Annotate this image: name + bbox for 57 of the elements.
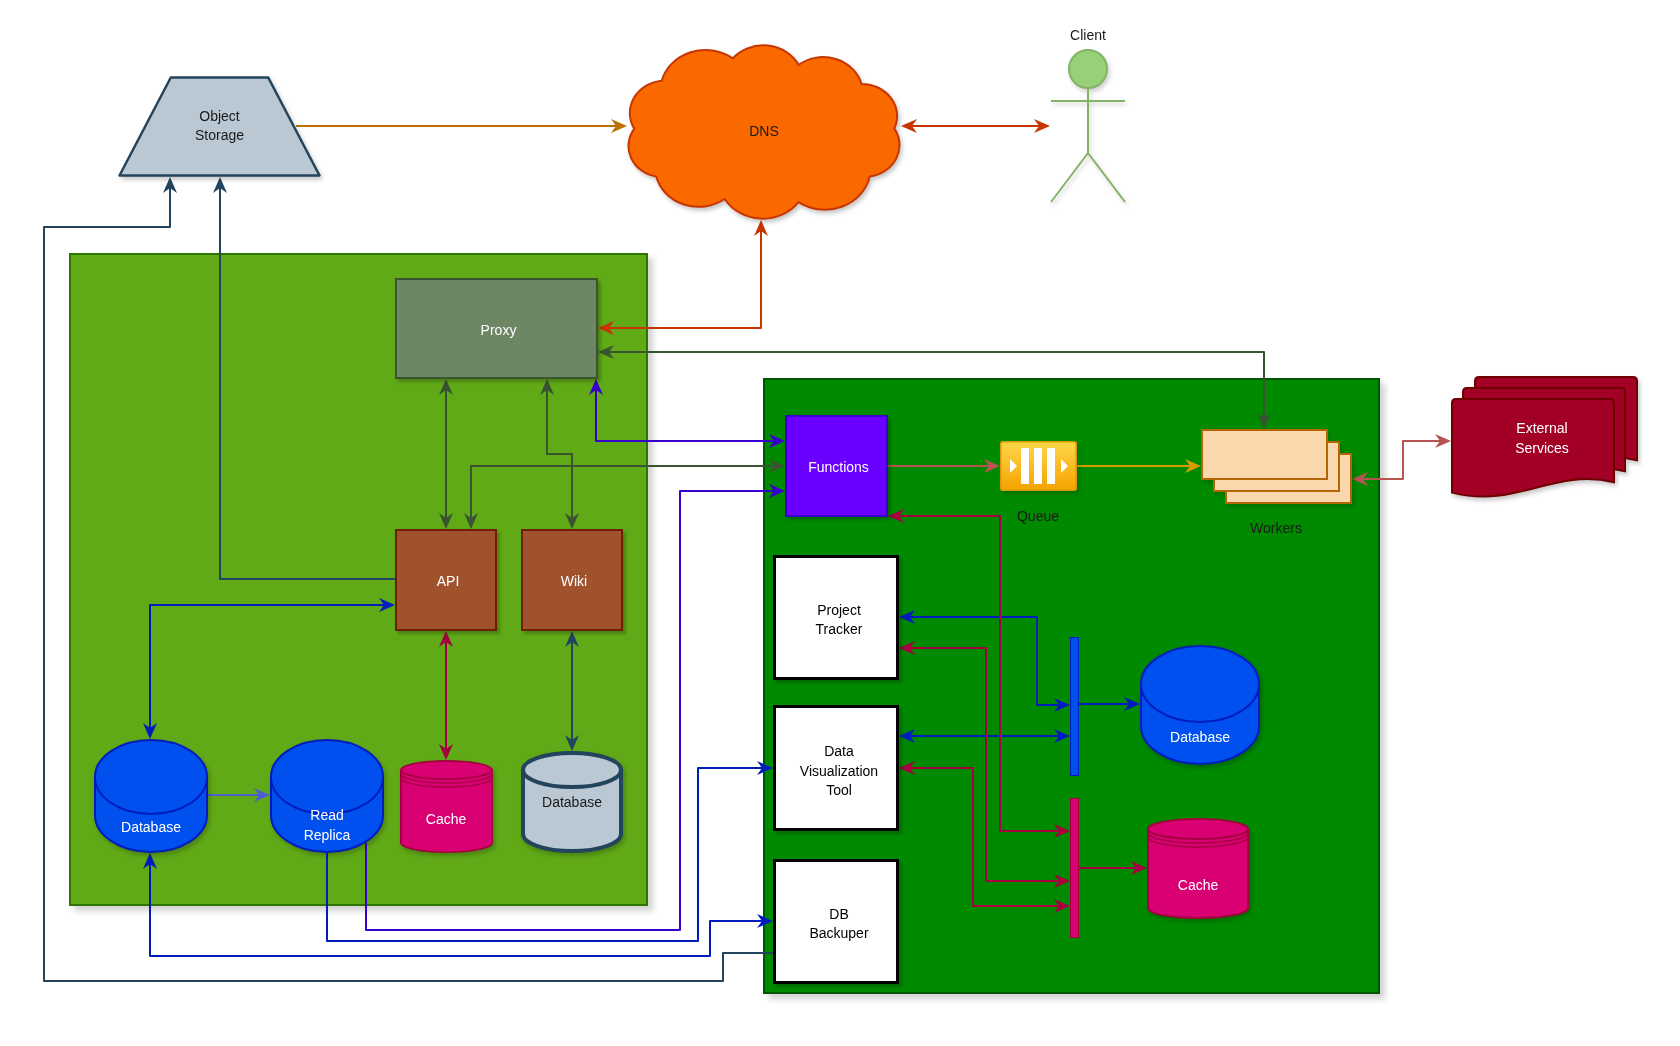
node-label: Wiki [560, 572, 588, 592]
arrow [589, 379, 785, 448]
arrow [1078, 861, 1147, 875]
arrow [143, 853, 773, 957]
node-label: Read Replica [302, 806, 352, 845]
arrow [598, 345, 1271, 429]
arrow [43, 177, 774, 982]
arrow [365, 484, 785, 931]
junction-bar [1070, 798, 1079, 938]
arrow [899, 729, 1070, 743]
node-label: Cache [425, 810, 467, 830]
arrow [143, 598, 395, 739]
group-panel [69, 253, 648, 906]
arrow [439, 631, 453, 760]
caption-label: Queue [1017, 507, 1059, 527]
node-label: DB Backuper [808, 904, 870, 944]
process-box [521, 529, 623, 631]
process-box [773, 705, 899, 831]
arrow [598, 220, 768, 335]
arrow [901, 119, 1050, 133]
node-label: Functions [808, 458, 869, 478]
process-box [395, 529, 497, 631]
caption-label: Client [1070, 26, 1106, 46]
arrow [213, 177, 396, 580]
node-label: Data Visualization Tool [798, 741, 880, 800]
arrow [1352, 434, 1451, 486]
node-label: Database [1170, 728, 1230, 748]
node-label: Database [121, 818, 181, 838]
group-panel [763, 378, 1380, 994]
arrow [899, 761, 1070, 913]
node-label: Proxy [480, 320, 517, 340]
arrow [1078, 697, 1140, 711]
arrow [295, 119, 627, 133]
arrow [464, 459, 785, 529]
arrow [1076, 459, 1201, 473]
arrow [326, 761, 773, 942]
node-label: Database [542, 793, 602, 813]
arrow [207, 788, 270, 802]
arrow [899, 641, 1070, 888]
node-label: External Services [1514, 419, 1570, 458]
node-label: Object Storage [193, 106, 245, 146]
process-box [785, 415, 888, 517]
caption-label: Workers [1250, 519, 1302, 539]
node-label: Project Tracker [814, 600, 864, 640]
process-box [773, 555, 899, 680]
node-label: Cache [1177, 876, 1219, 896]
arrow [439, 379, 453, 529]
process-box [773, 859, 899, 984]
arrow [888, 509, 1070, 838]
arrow [887, 459, 1000, 473]
arrow [565, 631, 579, 751]
arrow [899, 610, 1070, 712]
node-label: DNS [749, 122, 779, 142]
node-label: API [436, 572, 460, 592]
process-box [395, 278, 598, 379]
arrow [540, 379, 579, 529]
junction-bar [1070, 637, 1079, 776]
